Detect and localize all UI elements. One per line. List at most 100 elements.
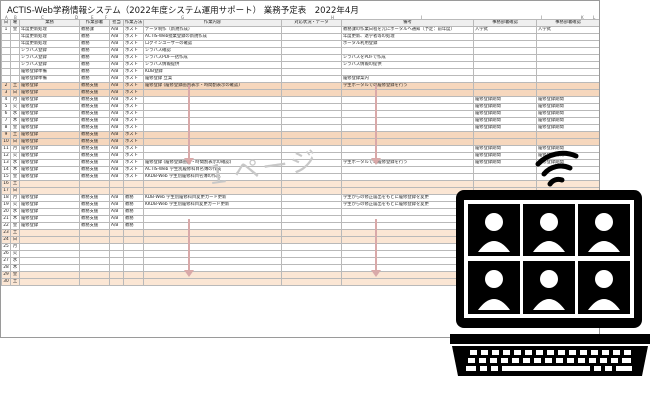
cell-a: 履修登録 — [19, 96, 80, 104]
cell-empty — [281, 75, 342, 83]
cell-e: ホスト — [123, 138, 144, 146]
cell-j: 履修登録期間 — [536, 117, 599, 125]
cell-n: 2 — [1, 82, 11, 90]
cell-b: 教務支援 — [79, 166, 110, 174]
cell-a — [19, 250, 80, 258]
cell-c: A/B — [109, 152, 124, 160]
cell-a — [19, 236, 80, 244]
cell-i: 履修登録期間 — [473, 110, 537, 118]
column-header: 担当 — [109, 19, 124, 27]
wifi-icon — [535, 150, 579, 187]
cell-h: 学生ポータルでの履修登録を行う — [341, 82, 474, 90]
cell-d — [10, 75, 20, 83]
cell-c: A/B — [109, 40, 124, 48]
cell-b: 教務支援 — [79, 138, 110, 146]
cell-e — [123, 236, 144, 244]
header-row: 日曜業務作業部署担当作業方法作業内容対応状況・データ備考事務部署確認事務部署確認 — [1, 19, 599, 27]
cell-d — [10, 54, 20, 62]
laptop-video-conference-icon — [450, 150, 650, 376]
spreadsheet-screenshot: ACTIS-Web学務情報システム（2022年度システム運用サポート） 業務予定… — [0, 0, 600, 338]
cell-empty — [281, 54, 342, 62]
cell-e: ホスト — [123, 47, 144, 55]
cell-f: シラバスPDF一括作成 — [143, 54, 282, 62]
cell-empty — [281, 229, 342, 237]
cell-empty — [281, 124, 342, 132]
cell-f: データ制作（新規作成） — [143, 26, 282, 34]
cell-e — [123, 264, 144, 272]
cell-empty — [281, 47, 342, 55]
cell-c: A/B — [109, 33, 124, 41]
cell-e — [123, 243, 144, 251]
cell-b — [79, 229, 110, 237]
column-letter: E — [91, 15, 94, 20]
cell-empty — [281, 208, 342, 216]
cell-e: ホスト — [123, 61, 144, 69]
cell-d: 月 — [10, 145, 20, 153]
cell-d: 火 — [10, 201, 20, 209]
cell-j — [536, 89, 599, 97]
cell-n: 17 — [1, 187, 11, 195]
cell-d: 金 — [10, 173, 20, 181]
cell-b: 教務 — [79, 33, 110, 41]
cell-c — [109, 271, 124, 279]
cell-d: 水 — [10, 257, 20, 265]
schedule-table: 日曜業務作業部署担当作業方法作業内容対応状況・データ備考事務部署確認事務部署確認… — [1, 19, 599, 286]
cell-empty — [281, 180, 342, 188]
cell-c — [109, 229, 124, 237]
cell-h — [341, 103, 474, 111]
cell-j — [536, 47, 599, 55]
cell-a: 履修登録 — [19, 194, 80, 202]
cell-e: 教務 — [123, 215, 144, 223]
cell-a: 履修登録 — [19, 222, 80, 230]
cell-n — [1, 40, 11, 48]
cell-f — [143, 236, 282, 244]
cell-b: 教務支援 — [79, 103, 110, 111]
cell-e: 教務 — [123, 201, 144, 209]
cell-i: 入学式 — [473, 26, 537, 34]
cell-i — [473, 68, 537, 76]
cell-i — [473, 89, 537, 97]
cell-d: 土 — [10, 278, 20, 286]
cell-a: 履修登録準備 — [19, 68, 80, 76]
cell-f — [143, 208, 282, 216]
cell-i: 履修登録期間 — [473, 96, 537, 104]
cell-n: 26 — [1, 250, 11, 258]
cell-f — [143, 131, 282, 139]
cell-empty — [281, 243, 342, 251]
cell-e: ホスト — [123, 110, 144, 118]
cell-b — [79, 180, 110, 188]
cell-n: 18 — [1, 194, 11, 202]
cell-d: 火 — [10, 103, 20, 111]
column-letter: H — [331, 15, 335, 20]
cell-n: 5 — [1, 103, 11, 111]
column-header: 事務部署確認 — [473, 19, 537, 27]
cell-f: ACTIS-Web授業登録の新規作成 — [143, 33, 282, 41]
cell-f: KKDB-Web 学生別履修科目変更カード更新 — [143, 201, 282, 209]
cell-f — [143, 124, 282, 132]
cell-n: 29 — [1, 271, 11, 279]
cell-e — [123, 271, 144, 279]
cell-d: 水 — [10, 208, 20, 216]
cell-c — [109, 243, 124, 251]
cell-b: 教務支援 — [79, 215, 110, 223]
sheet-title: ACTIS-Web学務情報システム（2022年度システム運用サポート） 業務予定… — [7, 6, 359, 16]
column-letter: J — [541, 15, 543, 20]
cell-f — [143, 271, 282, 279]
column-header: 曜 — [10, 19, 20, 27]
cell-d: 土 — [10, 180, 20, 188]
cell-c: A/B — [109, 96, 124, 104]
cell-n: 22 — [1, 222, 11, 230]
cell-h: シラバス情報の提供 — [341, 61, 474, 69]
cell-c: A/B — [109, 208, 124, 216]
cell-d: 日 — [10, 236, 20, 244]
cell-b — [79, 236, 110, 244]
cell-b: 教務支援 — [79, 124, 110, 132]
cell-b: 教務支援 — [79, 89, 110, 97]
cell-e: ホスト — [123, 96, 144, 104]
column-letters: ABCDEFGHIJKLM — [1, 15, 599, 21]
cell-b: 教務支援 — [79, 96, 110, 104]
